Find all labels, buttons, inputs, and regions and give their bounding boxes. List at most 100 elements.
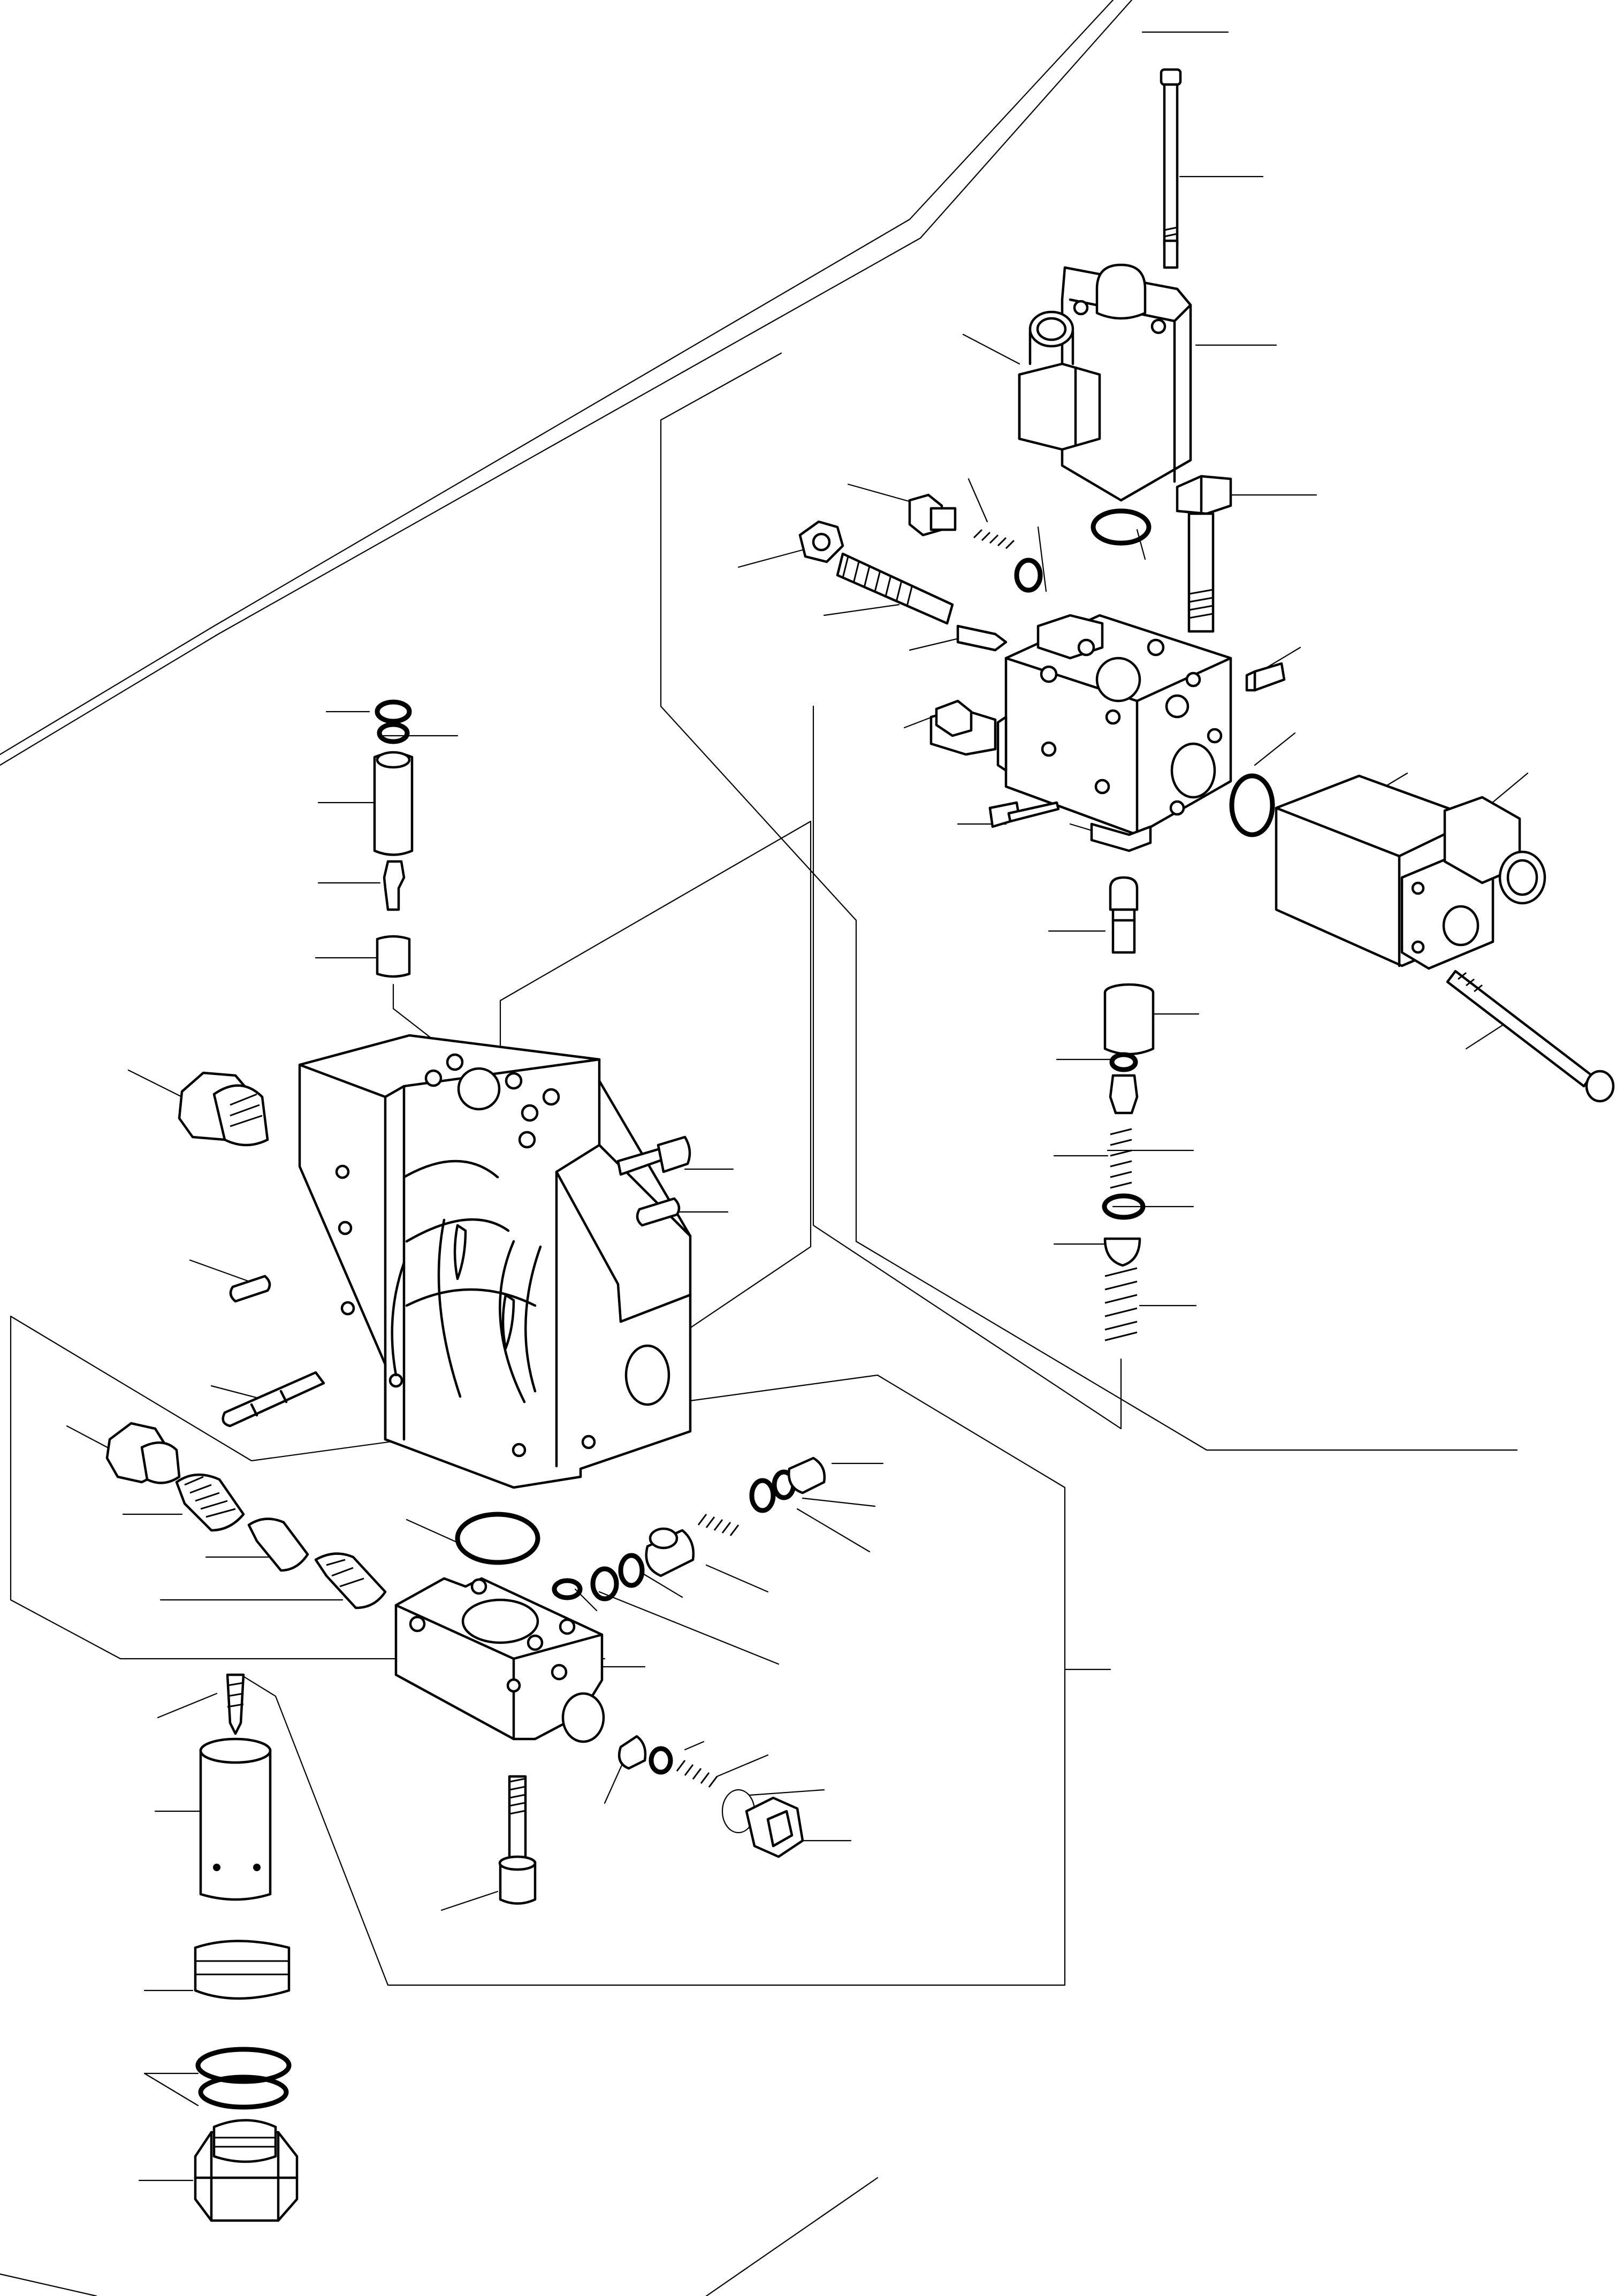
part-outline xyxy=(1103,1237,1141,1267)
nut-stud-pin xyxy=(798,520,1008,652)
leader-line xyxy=(157,1692,218,1719)
part-outline xyxy=(657,1135,691,1173)
leader-line xyxy=(705,1564,769,1593)
part-outline xyxy=(1090,822,1152,852)
part-outline xyxy=(424,1069,443,1087)
leader-line xyxy=(143,2072,199,2107)
part-outline xyxy=(973,529,1015,550)
part-outline xyxy=(498,1855,537,1871)
leader-line xyxy=(127,1069,183,1098)
part-outline xyxy=(505,1072,523,1090)
part-outline xyxy=(542,1088,560,1106)
part-outline xyxy=(1506,859,1538,896)
valve-block xyxy=(929,614,1232,852)
part-outline xyxy=(195,1960,289,1975)
o-ring xyxy=(1229,773,1275,837)
leader-line xyxy=(737,547,809,568)
part-outline xyxy=(230,1093,263,1127)
part-outline xyxy=(1110,1128,1132,1189)
part-outline xyxy=(1111,908,1136,954)
part-outline xyxy=(1103,993,1155,1056)
part-outline xyxy=(1094,779,1110,795)
part-outline xyxy=(391,1218,542,1403)
part-outline xyxy=(649,1527,678,1550)
part-outline xyxy=(551,1664,568,1681)
part-outline xyxy=(636,1197,681,1227)
leader-line xyxy=(406,1519,461,1545)
part-outline xyxy=(749,1478,776,1513)
lower-check-valve xyxy=(617,1735,804,1858)
part-outline xyxy=(1185,672,1201,688)
leader-line xyxy=(962,333,1020,365)
part-outline xyxy=(1442,905,1480,947)
part-outline xyxy=(788,1456,826,1494)
part-outline xyxy=(1018,362,1101,451)
leader-line xyxy=(847,483,916,504)
part-outline xyxy=(1169,800,1185,816)
part-outline xyxy=(227,1682,244,1708)
outline-left-assembly xyxy=(0,0,1133,766)
part-outline xyxy=(247,1517,309,1572)
part-outline xyxy=(335,1164,350,1179)
part-outline xyxy=(766,1810,794,1848)
leader-line xyxy=(440,1890,499,1911)
part-outline xyxy=(175,1473,245,1532)
part-outline xyxy=(812,532,831,552)
main-body-assembly xyxy=(178,699,692,1489)
part-outline xyxy=(376,935,411,978)
part-outline xyxy=(697,1514,739,1536)
part-outline xyxy=(1104,1267,1138,1341)
leader-line xyxy=(967,478,988,523)
part-outline xyxy=(229,1275,271,1303)
hex-bolt xyxy=(1176,475,1232,633)
part-outline xyxy=(1458,972,1483,993)
leader-line xyxy=(189,1259,258,1285)
part-outline xyxy=(676,1760,718,1788)
part-outline xyxy=(461,1598,539,1644)
part-outline xyxy=(1040,665,1058,683)
part-outline xyxy=(618,1553,645,1588)
part-outline xyxy=(509,1778,526,1815)
outline-left-assembly-inner xyxy=(0,0,1114,756)
right-vertical-stack xyxy=(1102,876,1155,1341)
part-outline xyxy=(195,2047,292,2084)
leader-line xyxy=(748,1789,825,1796)
part-outline xyxy=(624,1344,670,1406)
part-outline xyxy=(1187,512,1215,633)
part-outline xyxy=(199,1743,272,1901)
part-outline xyxy=(935,699,973,737)
part-outline xyxy=(1411,881,1425,895)
part-outline xyxy=(194,1940,291,2000)
outline-right-assembly xyxy=(660,419,1518,1451)
leader-line xyxy=(796,1508,871,1553)
part-outline xyxy=(184,1476,236,1518)
part-outline xyxy=(1014,558,1043,593)
part-outline xyxy=(1411,940,1425,954)
leader-line xyxy=(1037,526,1047,592)
lower-solenoid xyxy=(1275,774,1546,970)
top-small-parts xyxy=(373,699,414,978)
lower-left-stack xyxy=(194,1673,299,2222)
side-screws xyxy=(935,662,1286,828)
o-ring xyxy=(455,1512,540,1565)
part-outline xyxy=(1585,1070,1615,1103)
lower-right-chain xyxy=(552,1456,826,1601)
part-outline xyxy=(836,552,954,625)
part-outline xyxy=(1028,330,1074,365)
leader-line xyxy=(716,1754,769,1778)
part-outline xyxy=(996,715,1008,772)
part-outline xyxy=(518,1131,536,1149)
o-ring xyxy=(1102,1193,1146,1220)
plug-spring-set xyxy=(908,493,1043,593)
part-outline xyxy=(338,1221,353,1235)
leader-lines xyxy=(66,31,1529,2181)
part-outline xyxy=(1073,300,1089,316)
part-outline xyxy=(1041,741,1057,757)
part-outline xyxy=(199,1737,272,1764)
upper-solenoid xyxy=(1018,263,1192,502)
part-outline xyxy=(383,860,406,911)
part-outline xyxy=(212,2119,277,2163)
part-outline xyxy=(506,1678,521,1693)
housing-screws-pins xyxy=(222,1135,691,1428)
part-outline xyxy=(1163,239,1179,269)
